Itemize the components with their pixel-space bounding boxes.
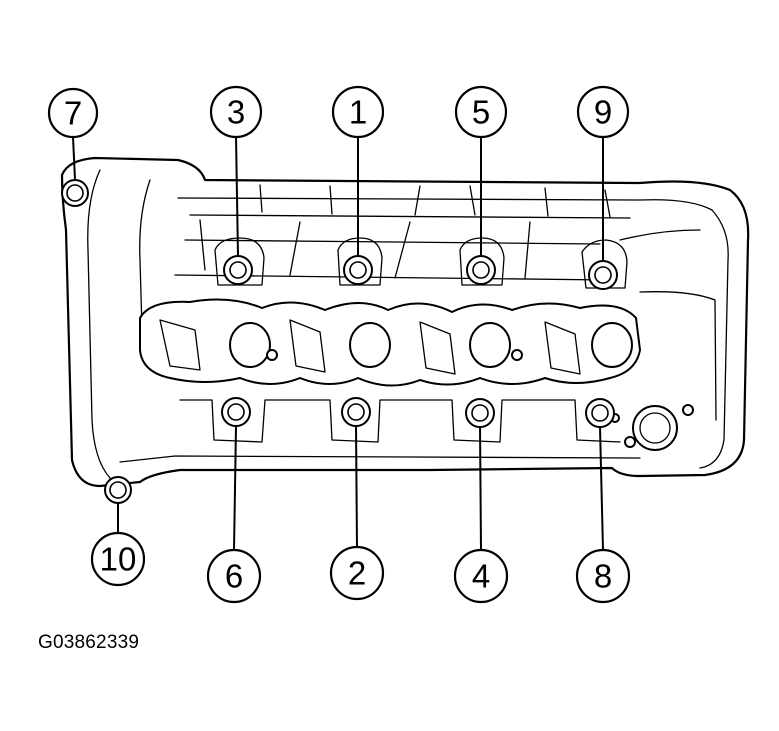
bolt-heads xyxy=(61,179,618,504)
callout-label-9: 9 xyxy=(594,94,612,131)
leader-4 xyxy=(479,426,482,551)
figure-code: G03862339 xyxy=(38,632,140,653)
callout-8: 8 xyxy=(575,548,631,604)
bolt-head-2 xyxy=(341,397,371,427)
bolt-head-6 xyxy=(221,397,251,427)
leader-3 xyxy=(235,135,239,257)
callout-label-1: 1 xyxy=(349,94,367,131)
callout-10: 10 xyxy=(90,531,146,587)
callout-label-6: 6 xyxy=(225,558,243,595)
callout-6: 6 xyxy=(206,548,262,604)
bolt-head-10 xyxy=(104,476,132,504)
bolt-head-1 xyxy=(343,255,373,285)
callout-label-4: 4 xyxy=(472,558,490,595)
leader-2 xyxy=(355,425,358,549)
callout-5: 5 xyxy=(454,85,508,139)
bolt-head-4 xyxy=(465,398,495,428)
leader-8 xyxy=(599,426,604,551)
bolt-head-8 xyxy=(585,398,615,428)
callout-label-2: 2 xyxy=(348,555,366,592)
callout-1: 1 xyxy=(331,85,385,139)
callouts: 7 3 1 5 9 10 6 2 xyxy=(47,85,631,604)
leader-7 xyxy=(72,136,76,181)
callout-9: 9 xyxy=(576,85,630,139)
callout-2: 2 xyxy=(329,545,385,601)
callout-label-8: 8 xyxy=(594,558,612,595)
callout-3: 3 xyxy=(209,85,263,139)
callout-label-5: 5 xyxy=(472,94,490,131)
bolt-head-9 xyxy=(588,260,618,290)
bolt-head-5 xyxy=(466,255,496,285)
callout-4: 4 xyxy=(453,548,509,604)
valve-cover-body xyxy=(60,156,750,488)
callout-label-3: 3 xyxy=(227,94,245,131)
callout-label-7: 7 xyxy=(64,95,82,132)
callout-label-10: 10 xyxy=(100,541,137,578)
bolt-head-7 xyxy=(61,179,89,207)
bolt-head-3 xyxy=(223,255,253,285)
leader-6 xyxy=(233,425,237,551)
callout-7: 7 xyxy=(47,87,99,139)
leader-lines xyxy=(72,135,604,551)
